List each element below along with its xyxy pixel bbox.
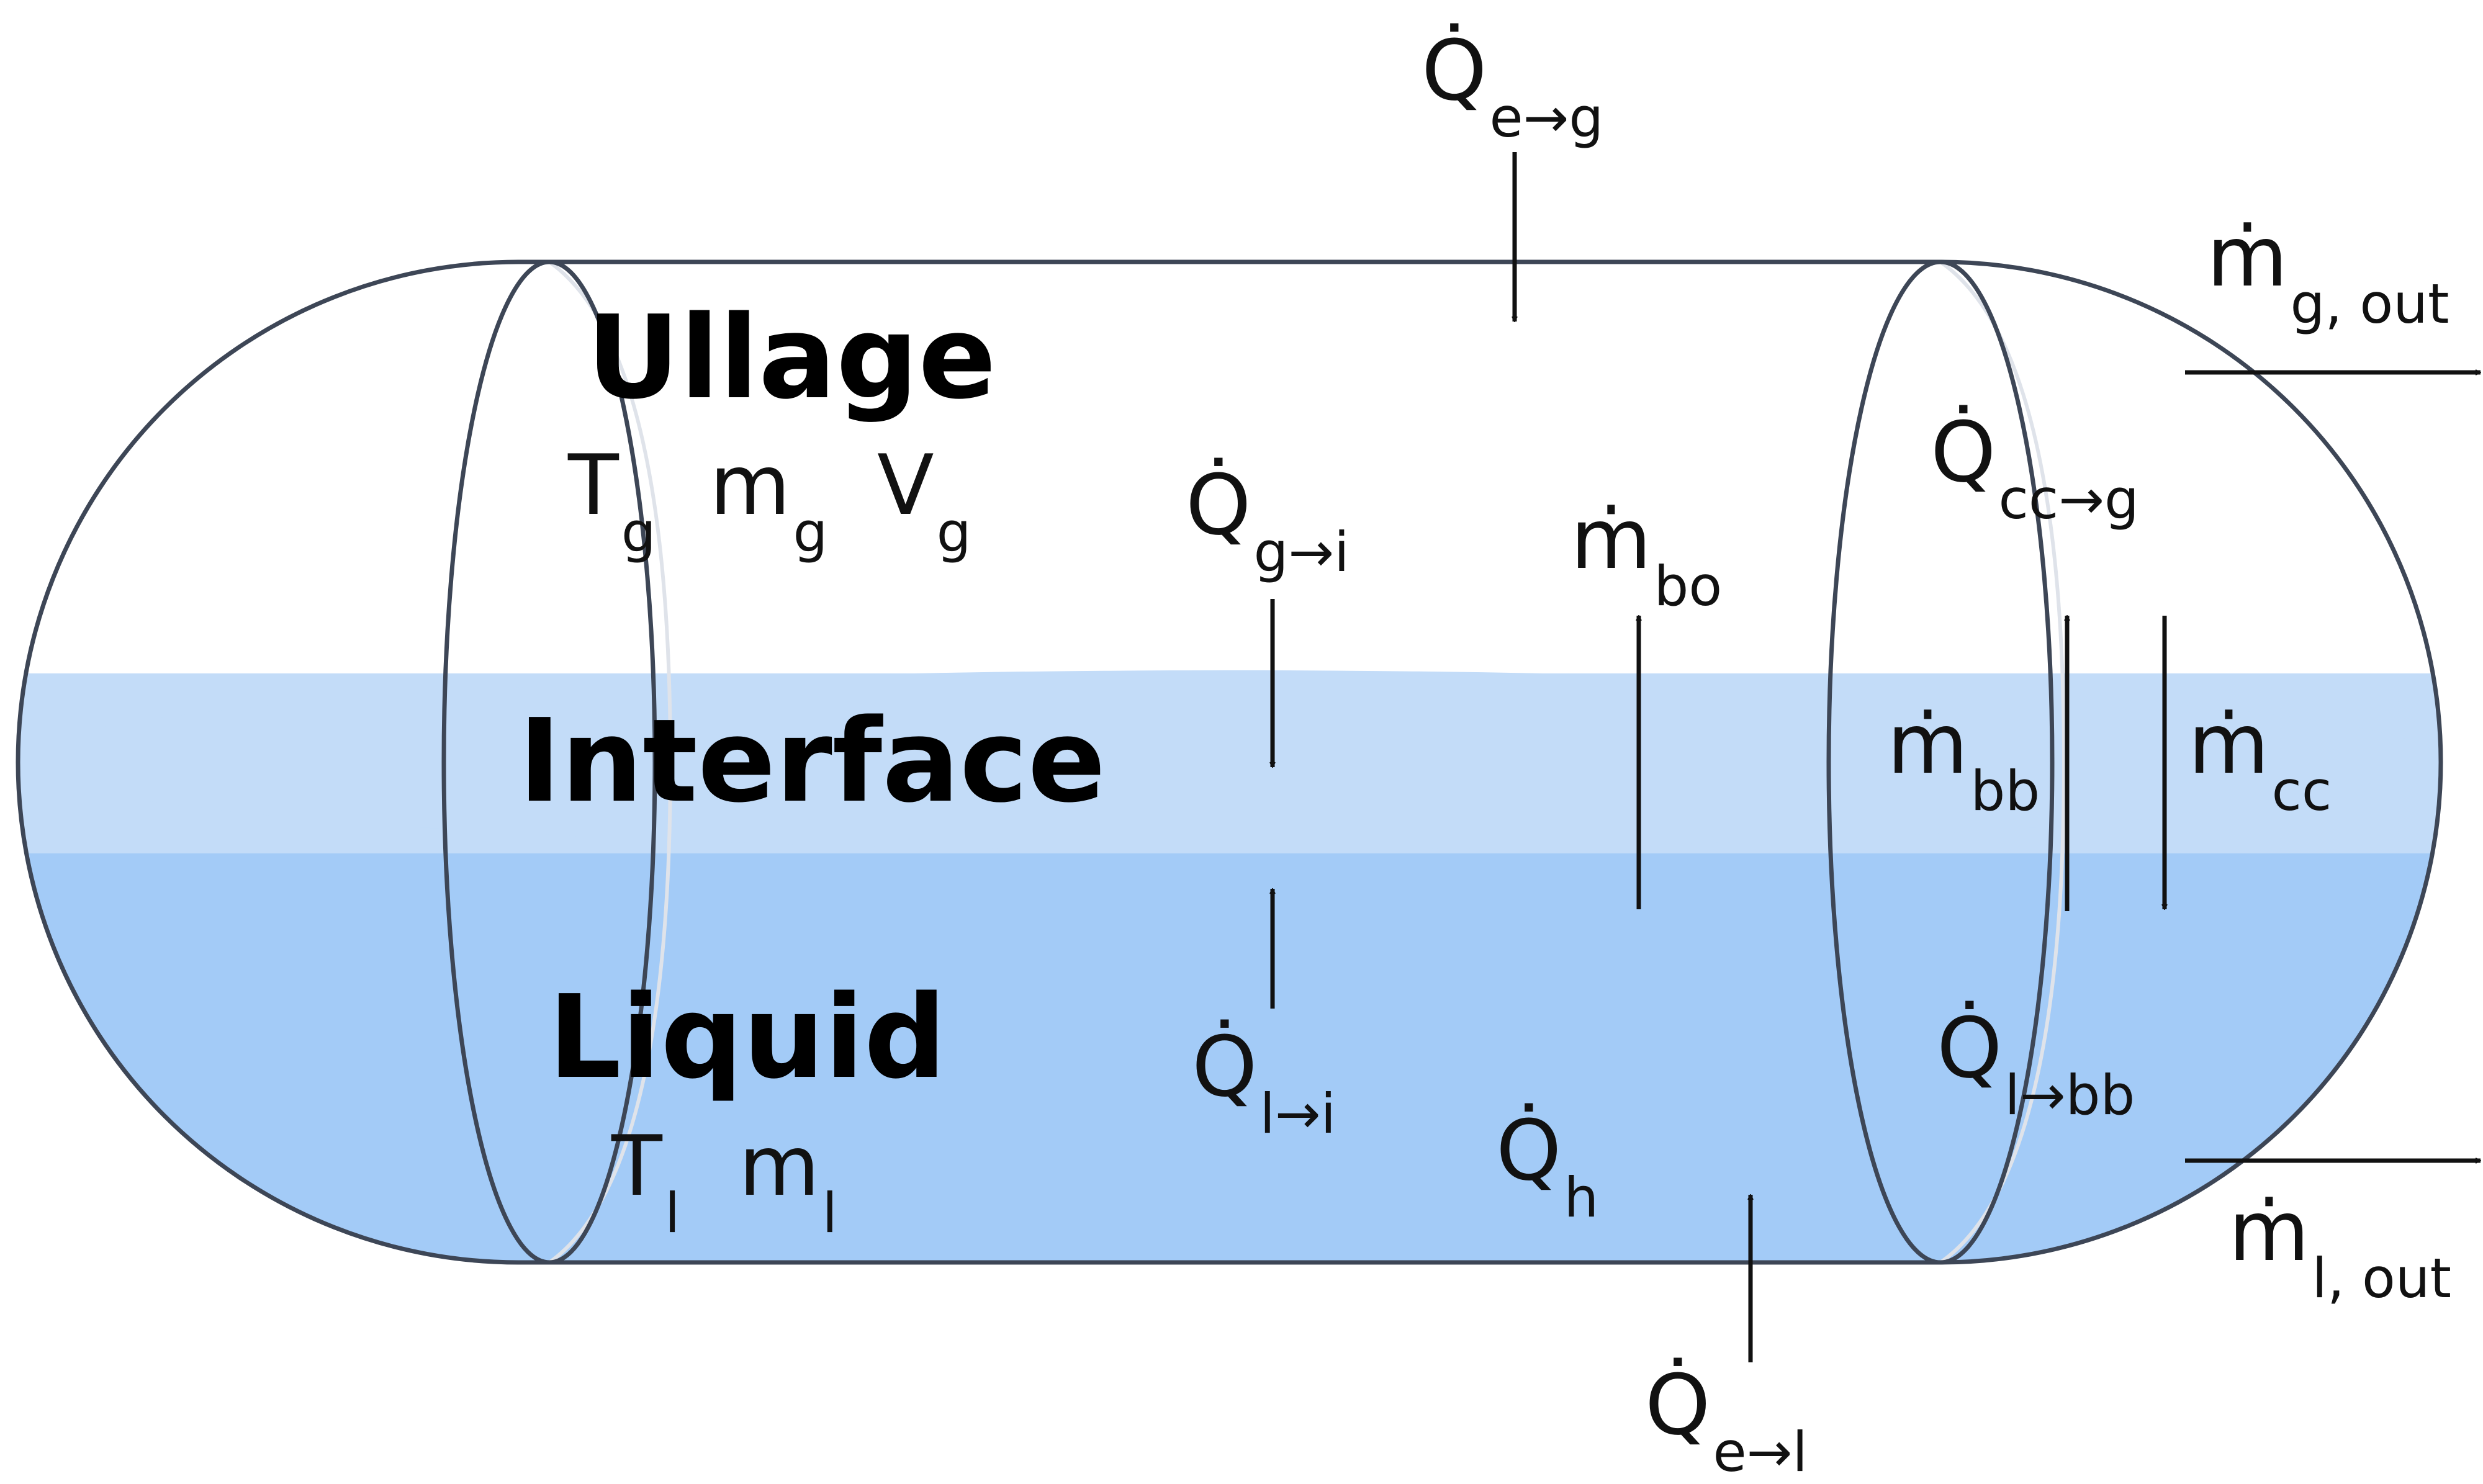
ullage-temperature-label: Tg [567, 437, 656, 564]
liquid-temperature-label: Tl [611, 1118, 680, 1245]
liquid-mass-label: ml [739, 1118, 837, 1245]
interface-title: Interface [518, 694, 1106, 828]
right-cap-rim [1826, 259, 2055, 1265]
mass-bb-label: ṁbb [1887, 696, 2040, 823]
mass-cc-label: ṁcc [2188, 696, 2332, 823]
heat-gas-to-interface-label: Q̇g→i [1186, 457, 1350, 584]
ullage-mass-label: mg [710, 437, 827, 564]
mass-boiloff-label: ṁbo [1570, 491, 1722, 618]
mass-liquid-out-label: ṁl, out [2228, 1183, 2451, 1310]
heat-liquid-to-interface-label: Q̇l→i [1192, 1019, 1336, 1146]
heat-heater-label: Q̇h [1496, 1102, 1598, 1230]
liquid-title: Liquid [548, 970, 946, 1104]
heat-env-to-liquid-label: Q̇e→l [1645, 1357, 1808, 1484]
ullage-title: Ullage [587, 290, 996, 425]
right-cap-highlight [1939, 260, 2066, 1264]
heat-env-to-gas-label: Q̇e→g [1422, 22, 1603, 150]
heat-cc-to-gas-label: Q̇cc→g [1931, 404, 2139, 531]
interface-surface-ellipse [18, 670, 2441, 850]
mass-gas-out-label: ṁg, out [2207, 209, 2449, 336]
ullage-volume-label: Vg [877, 437, 971, 564]
left-cap-highlight [548, 260, 673, 1264]
left-cap-rim [441, 259, 657, 1265]
heat-liquid-to-bb-label: Q̇l→bb [1937, 1000, 2135, 1127]
